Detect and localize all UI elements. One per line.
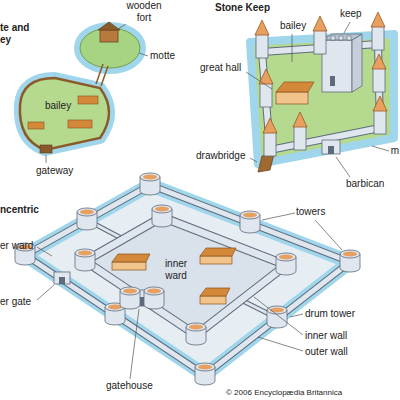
part-label: inner wall xyxy=(305,330,347,342)
part-label: gateway xyxy=(36,165,73,177)
part-label: bailey xyxy=(45,100,71,112)
part-label: motte xyxy=(150,50,175,62)
part-label: keep xyxy=(340,8,362,20)
concentric-castle xyxy=(15,173,360,385)
part-label: inner ward xyxy=(160,258,192,282)
part-label: gatehouse xyxy=(106,380,153,392)
part-label: great hall xyxy=(200,62,241,74)
part-label: barbican xyxy=(346,178,384,190)
part-label: wooden fort xyxy=(124,0,164,24)
part-label: er ward xyxy=(0,240,33,252)
part-label: bailey xyxy=(280,20,306,32)
part-label: outer wall xyxy=(305,346,348,358)
motte-and-bailey xyxy=(20,22,140,153)
copyright-note: © 2006 Encyclopædia Britannica xyxy=(226,387,342,399)
section-heading: te and xyxy=(0,22,29,34)
section-heading: Stone Keep xyxy=(215,2,270,14)
part-label: towers xyxy=(296,206,325,218)
stone-keep-castle xyxy=(250,12,394,172)
part-label: er gate xyxy=(0,296,31,308)
section-heading: ey xyxy=(0,34,11,46)
part-label: drum tower xyxy=(305,308,355,320)
part-label: drawbridge xyxy=(196,150,245,162)
part-label: m xyxy=(391,145,399,157)
leader-lines xyxy=(37,22,389,379)
section-heading: ncentric xyxy=(0,204,39,216)
